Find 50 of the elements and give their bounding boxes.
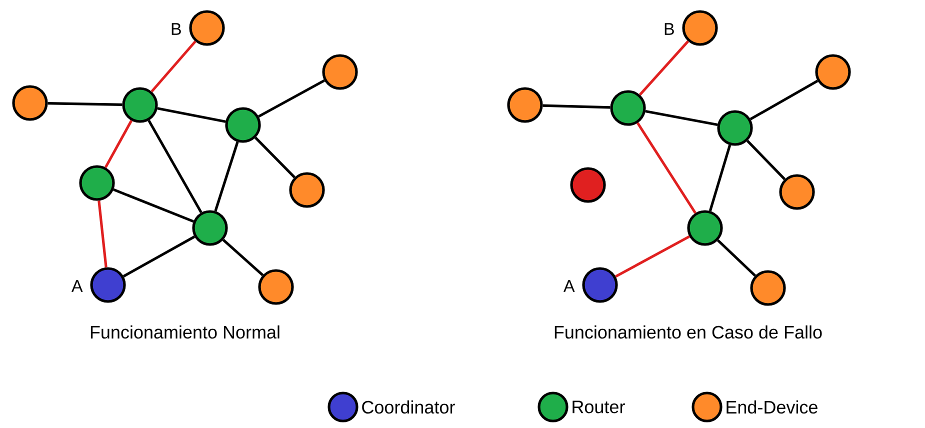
- link-line: [638, 40, 690, 96]
- end-device-circle: [682, 10, 718, 46]
- coordinator-circle: [582, 267, 618, 303]
- end-device-circle: [322, 54, 358, 90]
- link-line: [214, 142, 239, 212]
- router-circle: [79, 165, 115, 201]
- failed-node-circle: [570, 167, 606, 203]
- end-device-circle: [289, 172, 325, 208]
- link-line: [104, 120, 133, 168]
- node-label: B: [172, 23, 181, 35]
- node-label: B: [664, 23, 674, 35]
- end-device-circle: [12, 85, 48, 121]
- router-circle: [717, 110, 753, 146]
- link-line: [157, 107, 226, 123]
- end-device-circle: [750, 270, 786, 306]
- legend-label: Router: [572, 400, 625, 414]
- end-device-circle: [815, 54, 851, 90]
- end-device-circle: [189, 10, 225, 46]
- link-line: [254, 136, 296, 178]
- link-line: [717, 239, 756, 277]
- router-circle: [192, 210, 228, 246]
- link-line: [222, 238, 264, 276]
- link-line: [708, 144, 732, 212]
- end-device-circle: [258, 269, 294, 305]
- link-line: [98, 200, 108, 268]
- link-line: [636, 122, 696, 214]
- link-line: [750, 80, 818, 120]
- caption: Funcionamiento en Caso de Fallo: [554, 325, 822, 339]
- caption: Funcionamiento Normal: [90, 325, 280, 339]
- link-line: [615, 235, 690, 278]
- router-circle: [687, 210, 723, 246]
- link-line: [258, 79, 325, 118]
- router-circle: [610, 90, 646, 126]
- link-line: [148, 120, 202, 214]
- link-line: [150, 40, 196, 92]
- legend-label: End-Device: [726, 400, 818, 414]
- router-circle: [122, 87, 158, 123]
- link-line: [113, 188, 194, 223]
- coordinator-circle: [90, 267, 126, 303]
- link-line: [645, 110, 718, 126]
- link-line: [48, 102, 122, 106]
- legend-label: Coordinator: [362, 400, 455, 414]
- router-circle: [225, 107, 261, 143]
- node-label: A: [564, 280, 575, 292]
- link-line: [122, 236, 196, 278]
- node-label: A: [72, 280, 83, 292]
- end-device-circle: [779, 174, 815, 210]
- end-device-circle: [507, 87, 543, 123]
- link-line: [746, 140, 786, 180]
- link-line: [542, 104, 610, 109]
